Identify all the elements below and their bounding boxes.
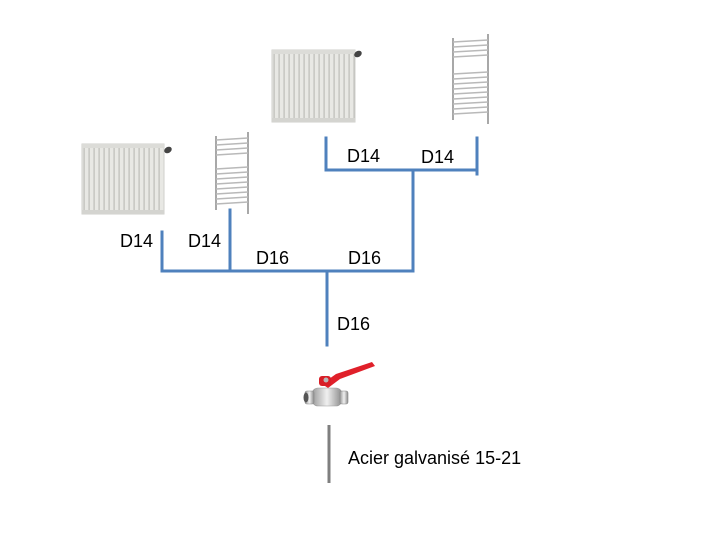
pipe-label-upper-left: D14 (347, 146, 381, 166)
pipe-label-lower-mid: D16 (256, 248, 290, 268)
pipe-label-main-stem: D16 (337, 314, 371, 334)
pipe-label-lower-left-2: D14 (188, 231, 222, 251)
supply-pipe-label: Acier galvanisé 15-21 (348, 448, 522, 468)
pipe-label-lower-right: D16 (348, 248, 382, 268)
pipe-label-upper-right: D14 (421, 147, 455, 167)
pipe-label-lower-left-1: D14 (120, 231, 154, 251)
